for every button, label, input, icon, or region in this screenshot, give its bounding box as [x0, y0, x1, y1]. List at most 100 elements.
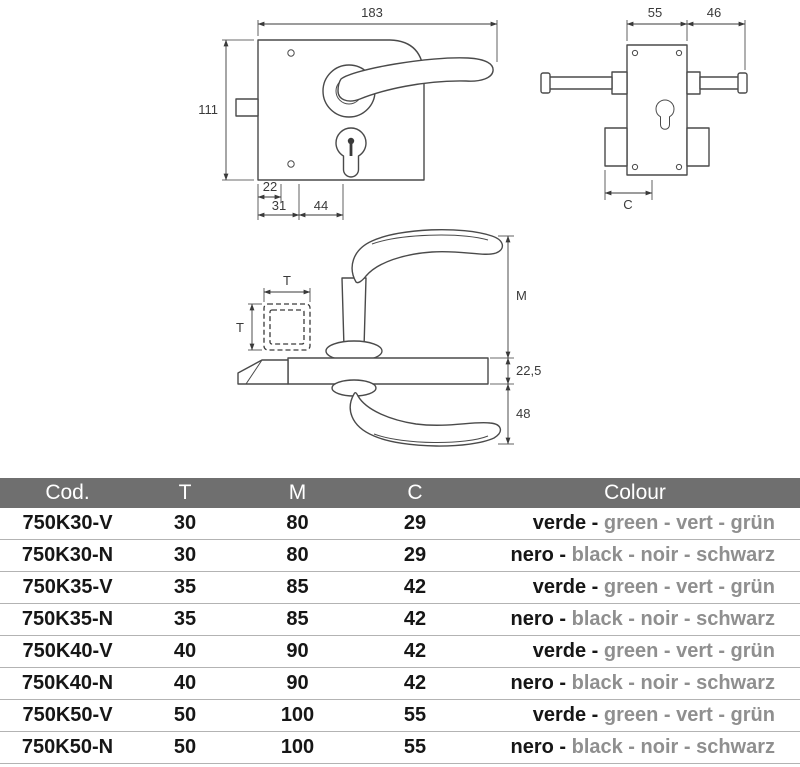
dim-c-value: 42 [360, 603, 470, 636]
lower-lever [349, 392, 501, 447]
product-code: 750K40-V [0, 635, 135, 668]
dim-c-value: 42 [360, 571, 470, 604]
upper-lever-contour [371, 234, 489, 245]
escutcheon-left [604, 127, 628, 167]
colour-cell: verde - green - vert - grün [470, 508, 800, 540]
keyhole-icon [347, 137, 355, 145]
dim-label-48: 48 [516, 406, 530, 421]
table-row: 750K40-N 40 90 42 nero - black - noir - … [0, 667, 800, 700]
technical-drawings: 183 111 22 31 [198, 5, 748, 447]
dim-label-t-top: T [283, 273, 291, 288]
product-code: 750K35-N [0, 603, 135, 636]
dim-t-value: 50 [135, 699, 235, 732]
colour-primary: verde - [532, 576, 604, 598]
handle-lever [337, 57, 494, 102]
table-row: 750K40-V 40 90 42 verde - green - vert -… [0, 635, 800, 668]
spec-table: Cod. T M C Colour 750K30-V 30 80 29 verd… [0, 478, 800, 764]
dimension-bottom: 22 31 44 [257, 179, 344, 220]
lower-lever-contour [373, 433, 489, 444]
spec-table-header: Cod. T M C Colour [0, 478, 800, 508]
dimension-depth: 55 46 [626, 5, 746, 70]
colour-cell: nero - black - noir - schwarz [470, 603, 800, 636]
table-row: 750K35-V 35 85 42 verde - green - vert -… [0, 571, 800, 604]
screw-hole-top [287, 49, 295, 57]
product-code: 750K35-V [0, 571, 135, 604]
escutcheon-right [686, 127, 710, 167]
colour-secondary: black - noir - schwarz [571, 544, 775, 566]
colour-primary: verde - [532, 512, 604, 534]
dimension-t-left: T [236, 303, 262, 351]
product-code: 750K30-V [0, 508, 135, 540]
header-c: C [360, 478, 470, 508]
latch-detail [237, 359, 289, 385]
drawings-svg: 183 111 22 31 [198, 5, 748, 447]
screw-hole-bottom [287, 160, 295, 168]
dim-m-value: 85 [235, 571, 360, 604]
table-row: 750K50-V 50 100 55 verde - green - vert … [0, 699, 800, 732]
table-row: 750K30-V 30 80 29 verde - green - vert -… [0, 508, 800, 540]
colour-cell: verde - green - vert - grün [470, 699, 800, 732]
colour-primary: verde - [532, 704, 604, 726]
dim-c-value: 55 [360, 731, 470, 764]
dim-label-c: C [623, 197, 632, 212]
dim-label-111: 111 [198, 102, 218, 117]
dim-label-22-5: 22,5 [516, 363, 541, 378]
screw-hole [675, 163, 683, 171]
dim-m-value: 100 [235, 731, 360, 764]
handle-collar-right [686, 71, 701, 95]
handle-neck-upper [341, 277, 367, 349]
handle-collar-left [611, 71, 628, 95]
cylinder-side [655, 99, 675, 130]
colour-secondary: green - vert - grün [603, 640, 775, 662]
dim-m-value: 80 [235, 508, 360, 540]
dim-t-value: 30 [135, 508, 235, 540]
handle-detail-view: T T M 22,5 [236, 228, 541, 447]
dim-c-value: 42 [360, 635, 470, 668]
spindle-section-inner [269, 309, 305, 345]
header-cod: Cod. [0, 478, 135, 508]
screw-hole [631, 163, 639, 171]
colour-secondary: black - noir - schwarz [571, 672, 775, 694]
latch-bolt [235, 98, 259, 117]
dim-c-value: 29 [360, 508, 470, 540]
dim-m-value: 90 [235, 667, 360, 700]
product-code: 750K40-N [0, 667, 135, 700]
colour-primary: nero - [510, 608, 572, 630]
handle-cap-right [737, 72, 748, 94]
dim-t-value: 40 [135, 635, 235, 668]
dim-label-m: M [516, 288, 527, 303]
dim-m-value: 90 [235, 635, 360, 668]
colour-secondary: black - noir - schwarz [571, 608, 775, 630]
handle-cap-left [540, 72, 551, 94]
dim-c-value: 55 [360, 699, 470, 732]
dim-t-value: 35 [135, 603, 235, 636]
handle-rod-right [699, 76, 740, 90]
dimension-width: 183 [257, 5, 498, 62]
table-row: 750K30-N 30 80 29 nero - black - noir - … [0, 539, 800, 572]
colour-primary: verde - [532, 640, 604, 662]
dim-t-value: 35 [135, 571, 235, 604]
latch-bevel [245, 359, 263, 385]
spindle-section-outer [263, 303, 311, 351]
colour-secondary: black - noir - schwarz [571, 736, 775, 758]
product-code: 750K30-N [0, 539, 135, 572]
dimension-c: C [604, 170, 653, 212]
dim-t-value: 30 [135, 539, 235, 572]
table-row: 750K50-N 50 100 55 nero - black - noir -… [0, 731, 800, 764]
screw-hole [675, 49, 683, 57]
colour-primary: nero - [510, 544, 572, 566]
colour-primary: nero - [510, 736, 572, 758]
dimension-t-top: T [263, 273, 311, 302]
dim-c-value: 29 [360, 539, 470, 572]
dim-m-value: 85 [235, 603, 360, 636]
dimension-height: 111 [198, 39, 254, 181]
upper-lever [351, 228, 503, 284]
dim-label-183: 183 [361, 5, 383, 20]
side-view: 55 46 C [540, 5, 748, 212]
dim-label-44: 44 [314, 198, 328, 213]
product-code: 750K50-V [0, 699, 135, 732]
screw-hole [631, 49, 639, 57]
dim-label-31: 31 [272, 198, 286, 213]
product-code: 750K50-N [0, 731, 135, 764]
dim-m-value: 100 [235, 699, 360, 732]
